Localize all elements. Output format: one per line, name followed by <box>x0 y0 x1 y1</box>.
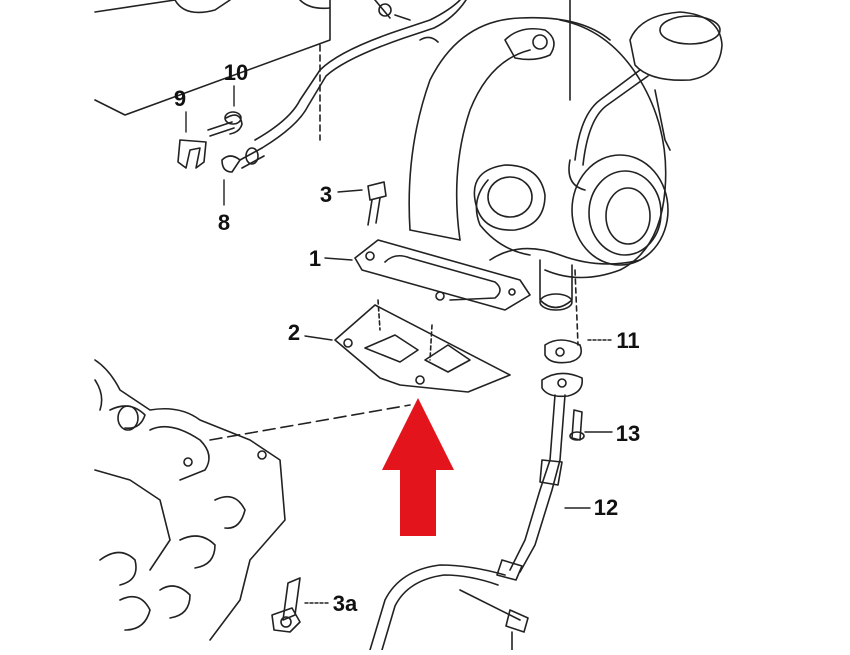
engine-cover <box>94 0 331 141</box>
label-part-8: 8 <box>218 210 230 235</box>
red-arrow-indicator <box>382 398 454 536</box>
label-part-10: 10 <box>224 60 248 85</box>
banjo-bolt-group <box>177 111 265 173</box>
part-labels: 9 10 8 3 1 2 3a 11 13 12 <box>174 60 640 616</box>
exhaust-manifold <box>94 359 411 641</box>
compressor-housing <box>473 19 669 346</box>
oil-supply-line <box>254 0 467 149</box>
label-part-3a: 3a <box>333 591 358 616</box>
bolt-3a <box>271 577 301 633</box>
label-part-12: 12 <box>594 495 618 520</box>
turbine-housing <box>408 16 641 265</box>
label-part-1: 1 <box>309 246 321 271</box>
bolt-3 <box>367 181 387 226</box>
oil-return-line <box>369 339 585 651</box>
label-part-11: 11 <box>616 328 639 353</box>
leader-lines <box>185 85 613 604</box>
wastegate-actuator <box>568 0 723 191</box>
label-part-9: 9 <box>174 86 186 111</box>
label-part-3: 3 <box>320 182 332 207</box>
turbo-gasket <box>334 299 511 393</box>
turbo-flange <box>354 239 531 311</box>
label-part-13: 13 <box>616 421 640 446</box>
label-part-2: 2 <box>288 320 300 345</box>
